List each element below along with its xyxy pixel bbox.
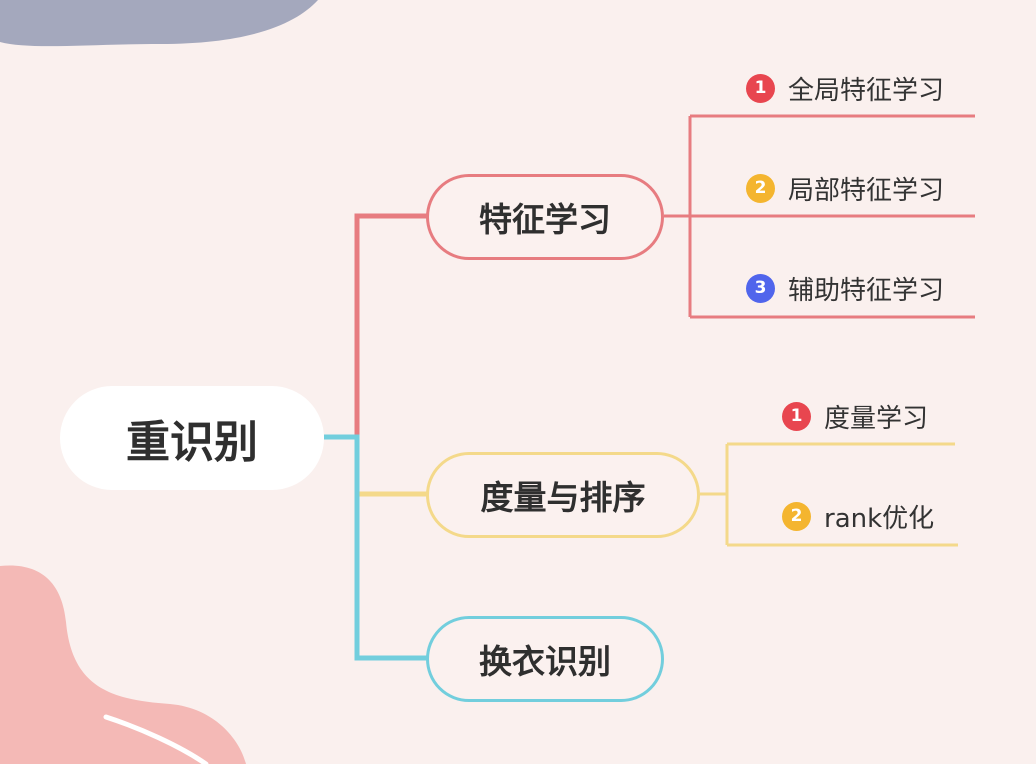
number-badge: 1 [782,401,811,431]
connector-branch2-leaves [700,442,958,547]
branch-clothes-changing[interactable]: 换衣识别 [426,616,664,702]
branch-label: 换衣识别 [479,642,611,681]
branch-label: 特征学习 [479,200,611,239]
decor-blob-bottom [0,565,246,764]
leaf-rank-optimization[interactable]: 2 rank优化 [782,498,934,534]
leaf-local-feature-learning[interactable]: 2 局部特征学习 [746,170,944,206]
root-node[interactable]: 重识别 [60,386,324,490]
leaf-label: 辅助特征学习 [788,275,945,306]
number-badge: 2 [746,173,775,203]
leaf-label: 局部特征学习 [788,175,945,206]
connector-root-branch1 [324,213,428,440]
branch-metric-ranking[interactable]: 度量与排序 [426,452,700,538]
root-label: 重识别 [126,417,258,468]
leaf-label: 全局特征学习 [788,75,945,106]
branch-feature-learning[interactable]: 特征学习 [426,174,664,260]
number-badge: 1 [746,73,775,103]
leaf-label: 度量学习 [824,403,929,434]
decor-stroke [103,714,209,764]
leaf-label: rank优化 [824,503,935,534]
leaf-global-feature-learning[interactable]: 1 全局特征学习 [746,70,944,106]
connector-root-branch3 [324,434,428,661]
branch-label: 度量与排序 [480,478,646,517]
leaf-auxiliary-feature-learning[interactable]: 3 辅助特征学习 [746,270,944,306]
decor-blob-top [0,0,318,47]
number-badge: 3 [746,273,775,303]
leaf-metric-learning[interactable]: 1 度量学习 [782,398,928,434]
number-badge: 2 [782,501,811,531]
connector-branch1-leaves [664,114,975,319]
